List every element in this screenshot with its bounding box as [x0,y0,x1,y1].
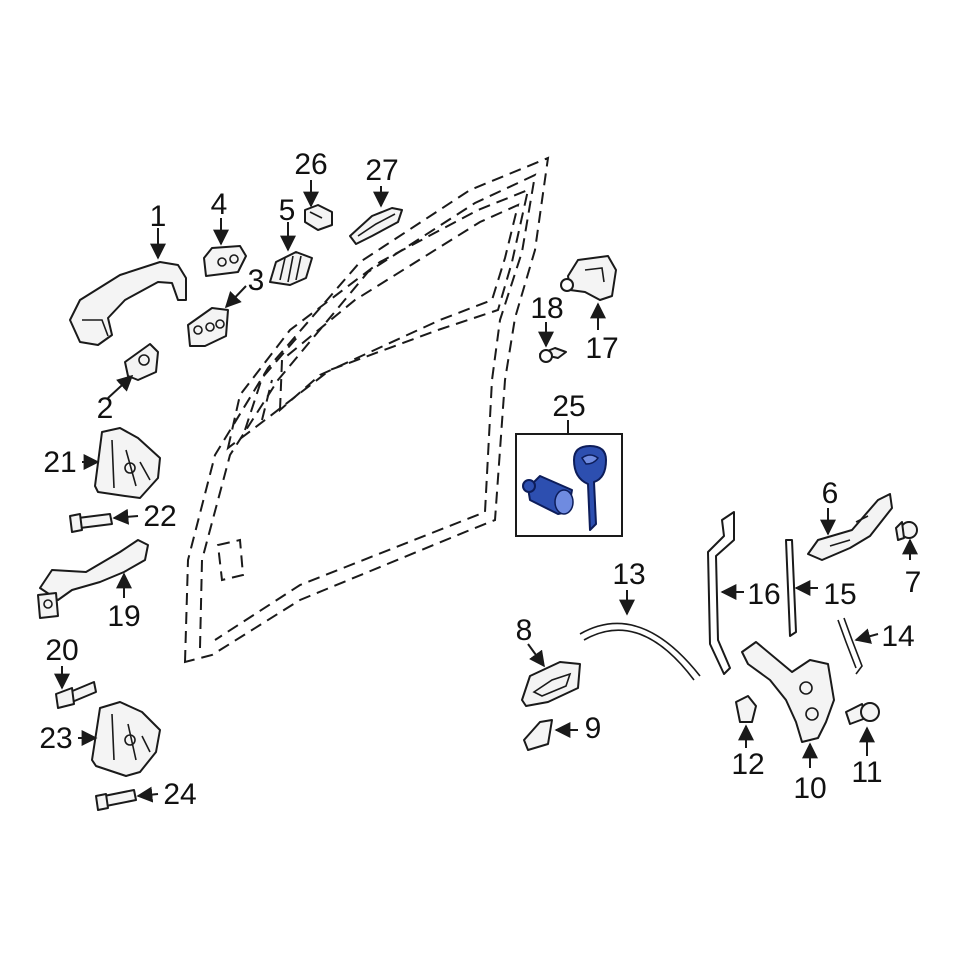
callout-4: 4 [211,188,228,221]
lock-cylinder-icon [522,475,574,515]
callout-18: 18 [530,292,563,325]
part-7-clip [895,521,918,541]
part-20-bolt [55,681,97,709]
part-11-screw [845,702,880,725]
part-15-rod [785,539,797,637]
part-19-check-strap [37,539,149,619]
part-13-cable [579,622,701,681]
part-2-gasket [124,343,159,381]
part-14-rod [837,617,863,675]
callout-8: 8 [516,614,533,647]
part-12-clip [735,695,757,723]
part-24-bolt [95,789,137,811]
part-3-gasket [187,307,229,347]
callout-9: 9 [585,712,602,745]
part-6-bracket [807,493,893,561]
part-22-bolt [69,513,113,533]
callout-17: 17 [585,332,618,365]
part-26-clip [304,204,333,231]
door-outline [183,156,550,664]
callout-3: 3 [248,264,265,297]
callout-12: 12 [731,748,764,781]
callout-25: 25 [552,390,585,423]
key-icon [573,445,607,531]
callout-15: 15 [823,578,856,611]
part-4-cover [203,245,247,277]
part-17-hinge [560,255,617,301]
part-8-inside-handle [521,661,581,707]
part-5-cap [269,251,313,286]
part-1-outside-handle [69,261,187,346]
part-10-latch [741,641,835,743]
callout-27: 27 [365,154,398,187]
callout-21: 21 [43,446,76,479]
part-9-cap [523,719,553,751]
callout-24: 24 [163,778,196,811]
part-23-hinge [91,701,161,777]
callout-14: 14 [881,620,914,653]
callout-19: 19 [107,600,140,633]
callout-7: 7 [905,566,922,599]
callout-6: 6 [822,477,839,510]
callout-11: 11 [851,756,882,789]
callout-23: 23 [39,722,72,755]
callout-5: 5 [279,194,296,227]
callout-10: 10 [793,772,826,805]
part-18-screw [539,347,567,363]
part-21-hinge [94,427,161,499]
part-27-seal [349,207,403,245]
callout-16: 16 [747,578,780,611]
callout-2: 2 [97,392,114,425]
callout-26: 26 [294,148,327,181]
callout-1: 1 [150,200,167,233]
callout-20: 20 [45,634,78,667]
callout-22: 22 [143,500,176,533]
part-16-rod [707,511,735,675]
callout-13: 13 [612,558,645,591]
part-25-lock-cylinder-box [515,420,623,537]
